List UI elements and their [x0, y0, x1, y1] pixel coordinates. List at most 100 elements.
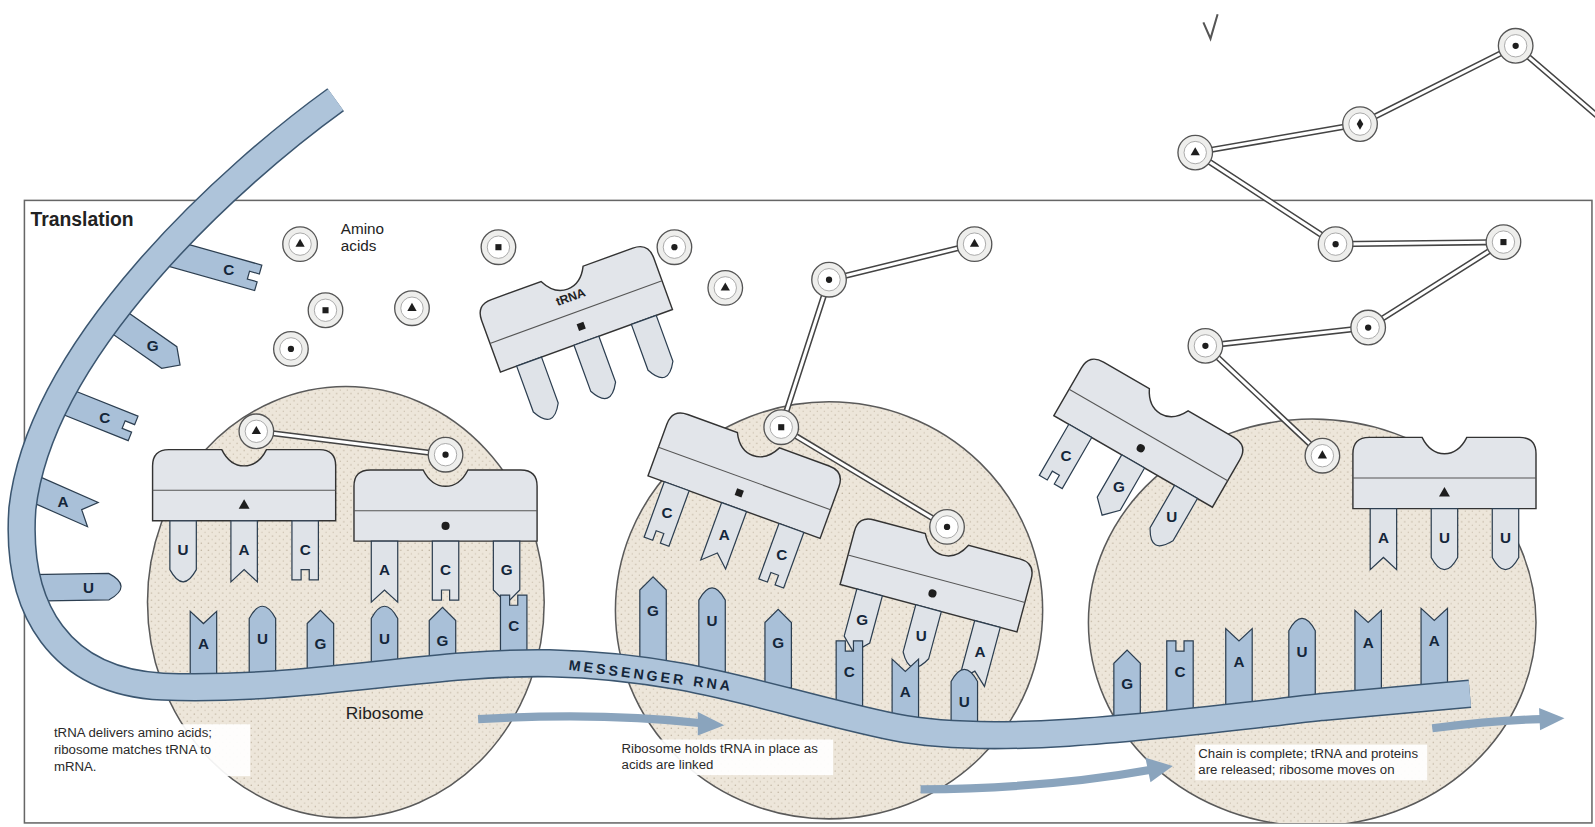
anticodon-letter: U: [1500, 529, 1511, 544]
amino-acid: [812, 262, 847, 297]
amino-acid: [308, 293, 343, 328]
peptide-bond: [1195, 46, 1595, 456]
codon-letter: U: [1297, 643, 1308, 658]
amino-outer: [1188, 329, 1223, 364]
amino-outer: [308, 293, 343, 328]
nucleotide-base: [1226, 629, 1252, 706]
arrow: [921, 770, 1150, 789]
amino-inner: [487, 236, 509, 258]
amino-acid: [481, 230, 516, 265]
amino-outer: [930, 510, 965, 545]
amino-symbol: [295, 239, 304, 247]
amino-acid: [395, 291, 430, 326]
arrow: [1432, 719, 1541, 728]
amino-inner: [1349, 113, 1371, 135]
amino-symbol: [1318, 450, 1327, 458]
codon-letter: U: [379, 631, 390, 646]
amino-inner: [770, 416, 792, 438]
codon-letter: A: [198, 636, 209, 651]
trna-outline: [354, 470, 537, 541]
amino-outer: [957, 227, 992, 262]
amino-outer: [812, 262, 847, 297]
codon-letter: C: [844, 664, 855, 679]
arrow: [478, 716, 702, 723]
trna-body: [1054, 354, 1248, 507]
amino-symbol: [671, 244, 677, 250]
amino-acid: [764, 410, 799, 445]
trna-symbol: [735, 488, 744, 497]
anticodon-letter: A: [239, 542, 250, 557]
amino-acid: [657, 230, 692, 265]
amino-acid: [274, 332, 309, 367]
nucleotide-base: [1167, 641, 1193, 712]
nucleotide-base: [1144, 485, 1197, 551]
anticodon-letter: A: [719, 526, 730, 541]
codon-letter: C: [1174, 664, 1185, 679]
amino-acid: [1351, 310, 1386, 345]
anticodon-letter: U: [1439, 529, 1450, 544]
amino-inner: [289, 233, 311, 255]
trna-outline: [1054, 354, 1248, 507]
nucleotide-base: [765, 609, 791, 687]
amino-acid: [957, 227, 992, 262]
nucleotide-base: [292, 521, 318, 580]
nucleotide-base: [759, 523, 804, 587]
caption-note: Ribosome holds tRNA in place as acids ar…: [618, 740, 833, 775]
nucleotide-base: [699, 588, 725, 672]
amino-inner: [280, 338, 302, 360]
amino-acid: [930, 510, 965, 545]
amino-inner: [1311, 445, 1333, 467]
codon-letter: U: [707, 613, 718, 628]
trna-band: [354, 510, 537, 511]
amino-symbol: [944, 524, 950, 530]
amino-inner: [1324, 233, 1346, 255]
nucleotide-base: [900, 605, 941, 671]
nucleotide-base: [1114, 650, 1140, 717]
amino-outer: [395, 291, 430, 326]
amino-outer: [1351, 310, 1386, 345]
arrow-head: [1539, 708, 1564, 730]
nucleotide-base: [951, 669, 977, 723]
nucleotide-base: [429, 607, 455, 657]
nucleotide-base: [190, 611, 216, 676]
amino-inner: [1357, 316, 1379, 338]
mrna-ribbon-outline: [22, 100, 1470, 736]
nucleotide-base: [631, 315, 677, 381]
ribosome: [1088, 419, 1536, 823]
nucleotide-base: [1492, 509, 1518, 570]
nucleotide-base: [836, 641, 862, 706]
amino-outer: [1486, 225, 1521, 260]
amino-acid: [1343, 107, 1378, 142]
amino-symbol: [778, 424, 784, 430]
codon-letter: G: [772, 635, 784, 650]
codon-letter: A: [1429, 633, 1440, 648]
amino-outer: [764, 410, 799, 445]
nucleotide-letter: G: [147, 338, 159, 353]
nucleotide-base: [1370, 509, 1396, 570]
mrna-ribbon: [22, 100, 1470, 736]
nucleotide-base: [640, 577, 666, 661]
nucleotide-base: [1421, 608, 1447, 685]
nucleotide-base: [1289, 618, 1315, 698]
amino-symbol: [1513, 43, 1519, 49]
nucleotide-base: [493, 541, 519, 603]
trna-symbol: [928, 588, 938, 598]
ribosome: [615, 402, 1042, 819]
codon-letter: U: [257, 631, 268, 646]
amino-inner: [963, 233, 985, 255]
amino-symbol: [1332, 241, 1338, 247]
ribosomes: [147, 387, 1536, 823]
nucleotide-base: [1431, 509, 1457, 570]
anticodon-letter: G: [1113, 478, 1125, 493]
amino-inner: [714, 277, 736, 299]
trna-symbol: [577, 322, 586, 331]
amino-inner: [936, 516, 958, 538]
amino-inner: [434, 444, 456, 466]
amino-inner: [1492, 231, 1514, 253]
anticodon-letter: A: [975, 644, 986, 659]
codon-letter: G: [1121, 676, 1133, 691]
trna-body: [1353, 437, 1536, 508]
amino-acid: [1486, 225, 1521, 260]
nucleotide-base: [170, 521, 196, 582]
